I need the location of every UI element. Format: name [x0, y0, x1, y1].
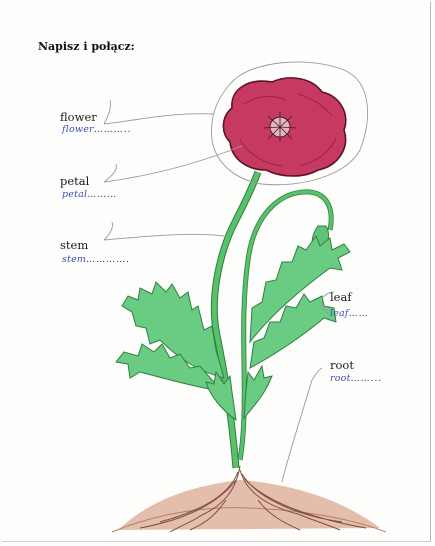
label-root: root: [330, 360, 354, 372]
answer-stem-dots: ………….: [86, 255, 130, 265]
flower-drawing: [223, 78, 345, 176]
answer-petal[interactable]: petal………: [62, 190, 117, 200]
answer-stem-text: stem: [62, 254, 86, 265]
label-leaf: leaf: [330, 292, 352, 304]
answer-leaf[interactable]: leaf……: [330, 309, 369, 319]
answer-petal-dots: ………: [87, 190, 117, 200]
answer-petal-text: petal: [62, 189, 87, 200]
answer-flower-dots: ………..: [94, 125, 132, 135]
label-stem: stem: [60, 240, 88, 252]
answer-flower-text: flower: [62, 124, 94, 135]
answer-root-dots: ……...: [351, 374, 383, 384]
worksheet-title: Napisz i połącz:: [38, 40, 135, 53]
leaves-drawing: [116, 236, 350, 420]
answer-flower[interactable]: flower………..: [62, 125, 132, 135]
label-flower: flower: [60, 112, 97, 124]
answer-root-text: root: [330, 373, 351, 384]
label-petal: petal: [60, 176, 89, 188]
roots-drawing: [112, 466, 386, 532]
answer-root[interactable]: root……...: [330, 374, 382, 384]
answer-leaf-text: leaf: [330, 308, 349, 319]
answer-leaf-dots: ……: [349, 309, 369, 319]
answer-stem[interactable]: stem………….: [62, 255, 130, 265]
